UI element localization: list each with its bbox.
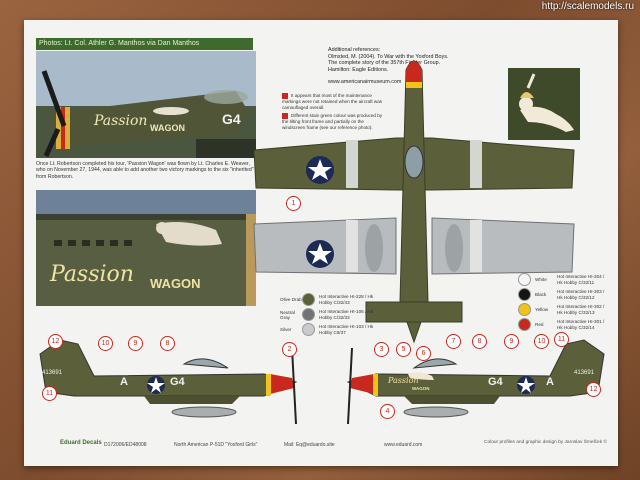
color-swatch-icon bbox=[302, 293, 315, 306]
callout-11-left: 11 bbox=[42, 386, 57, 401]
footer-title: North American P-51D "Yoxford Girls" bbox=[174, 442, 258, 448]
reference-line: Hamilton: Eagle Editions. bbox=[328, 66, 389, 73]
legend-name: Neutral Gray bbox=[280, 309, 295, 320]
paint-legend-right: White Hot Interactive HI-304 / Hk Hobby … bbox=[518, 272, 628, 332]
eduard-logo: Eduard Decals bbox=[60, 440, 102, 446]
color-swatch-icon bbox=[302, 323, 315, 336]
legend-item: Neutral Gray Hot Interactive HI-106 / Hk… bbox=[280, 307, 390, 322]
color-swatch-icon bbox=[518, 288, 531, 301]
callout-1: 1 bbox=[286, 196, 301, 211]
legend-item: Yellow Hot Interactive HI-302 / Hk Hobby… bbox=[518, 302, 628, 317]
callout-2: 2 bbox=[282, 342, 297, 357]
note-2: Different stain green colour was produce… bbox=[282, 113, 383, 130]
decal-instruction-sheet: Photos: Lt. Col. Athler G. Manthos via D… bbox=[24, 20, 618, 466]
footer-web: www.eduard.com bbox=[384, 442, 423, 448]
reference-url: www.americanairmuseum.com bbox=[328, 79, 402, 86]
legend-item: White Hot Interactive HI-304 / Hk Hobby … bbox=[518, 272, 628, 287]
footer-mail: Mail: Eq@eduardo.site bbox=[284, 442, 335, 448]
tail-serial: 413691 bbox=[42, 370, 63, 376]
callout-8-left: 8 bbox=[160, 336, 175, 351]
legend-item: Black Hot Interactive HI-303 / Hk Hobby … bbox=[518, 287, 628, 302]
callout-10-right: 10 bbox=[534, 334, 549, 349]
footer-code: D172006/ED48008 bbox=[104, 442, 147, 448]
reference-line: Olmsted, M. (2004). To War with the Yoxf… bbox=[328, 53, 449, 60]
legend-name: Silver bbox=[280, 327, 292, 332]
callout-12-right: 12 bbox=[586, 382, 601, 397]
references-header: Additional references: bbox=[328, 47, 381, 53]
aircraft-photo-illustration bbox=[36, 51, 256, 158]
legend-name: Red bbox=[535, 322, 544, 327]
legend-item: Olive Drab Hot Interactive HI-228 / Hk H… bbox=[280, 292, 390, 307]
legend-ref: Hot Interactive HI-301 / Hk Hobby C/32/1… bbox=[557, 319, 605, 330]
legend-ref: Hot Interactive HI-303 / Hk Hobby C/32/1… bbox=[557, 289, 605, 300]
nose-art-wagon-profile: WAGON bbox=[412, 386, 430, 391]
copyright: Colour profiles and graphic design by Ja… bbox=[484, 440, 607, 445]
nose-art-photo-illustration bbox=[36, 190, 256, 306]
tail-serial-right: 413691 bbox=[574, 370, 595, 376]
watermark: http://scalemodels.ru bbox=[541, 1, 634, 12]
callout-12-left: 12 bbox=[48, 334, 63, 349]
reference-photo-1: Passion WAGON G4 bbox=[36, 51, 256, 158]
callout-9-right: 9 bbox=[504, 334, 519, 349]
nose-art-close-name: Passion bbox=[50, 262, 134, 287]
legend-ref: Hot Interactive HI-228 / Hk Hobby C/32/4… bbox=[319, 294, 374, 305]
color-swatch-icon bbox=[302, 308, 315, 321]
legend-name: White bbox=[535, 277, 547, 282]
paint-legend-left: Olive Drab Hot Interactive HI-228 / Hk H… bbox=[280, 292, 390, 337]
color-swatch-icon bbox=[518, 318, 531, 331]
photo-caption: Once Lt. Robertson completed his tour, '… bbox=[36, 161, 254, 180]
fuselage-letter-right: A bbox=[546, 376, 554, 388]
left-profile-illustration bbox=[39, 339, 298, 425]
fuselage-code-right: G4 bbox=[488, 376, 503, 388]
note-marker-icon bbox=[282, 113, 288, 120]
note-1: It appears that most of the maintenance … bbox=[282, 93, 383, 110]
callout-10-left: 10 bbox=[98, 336, 113, 351]
legend-item: Silver Hot Interactive HI-103 / Hk Hobby… bbox=[280, 322, 390, 337]
fuselage-code: G4 bbox=[170, 376, 185, 388]
side-profile-right: Passion WAGON G4 A 413691 bbox=[336, 330, 610, 430]
callout-7: 7 bbox=[446, 334, 461, 349]
legend-ref: Hot Interactive HI-103 / Hk Hobby C8/37 bbox=[319, 324, 374, 335]
nose-art-name-profile: Passion bbox=[388, 376, 419, 385]
nose-code: G4 bbox=[222, 111, 241, 127]
nose-art-name: Passion bbox=[94, 113, 148, 129]
callout-4: 4 bbox=[380, 404, 395, 419]
reference-photo-2: Passion WAGON bbox=[36, 190, 256, 306]
notes: It appears that most of the maintenance … bbox=[282, 93, 387, 130]
legend-ref: Hot Interactive HI-304 / Hk Hobby C/32/1… bbox=[557, 274, 605, 285]
nose-art-wagon: WAGON bbox=[150, 123, 185, 133]
legend-ref: Hot Interactive HI-106 / Hk Hobby C/32/3… bbox=[319, 309, 374, 320]
callout-5: 5 bbox=[396, 342, 411, 357]
top-bottom-view bbox=[253, 60, 575, 344]
legend-name: Olive Drab bbox=[280, 297, 302, 302]
callout-3: 3 bbox=[374, 342, 389, 357]
callout-9-left: 9 bbox=[128, 336, 143, 351]
right-profile-illustration bbox=[346, 339, 605, 425]
color-swatch-icon bbox=[518, 273, 531, 286]
note-marker-icon bbox=[282, 93, 288, 99]
fuselage-letter: A bbox=[120, 376, 128, 388]
color-swatch-icon bbox=[518, 303, 531, 316]
references: Additional references: Olmsted, M. (2004… bbox=[328, 47, 478, 86]
callout-8-right: 8 bbox=[472, 334, 487, 349]
callout-11-right: 11 bbox=[554, 332, 569, 347]
photo-credit: Photos: Lt. Col. Athler G. Manthos via D… bbox=[36, 38, 253, 50]
callout-6: 6 bbox=[416, 346, 431, 361]
reference-line: The complete story of the 357th Fighter … bbox=[328, 60, 441, 67]
legend-name: Black bbox=[535, 292, 547, 297]
pinup-decal-illustration bbox=[508, 68, 580, 140]
side-profile-left: 413691 A G4 bbox=[34, 330, 302, 430]
legend-ref: Hot Interactive HI-302 / Hk Hobby C/32/1… bbox=[557, 304, 605, 315]
legend-item: Red Hot Interactive HI-301 / Hk Hobby C/… bbox=[518, 317, 628, 332]
legend-name: Yellow bbox=[535, 307, 549, 312]
nose-art-close-wagon: WAGON bbox=[150, 276, 201, 291]
